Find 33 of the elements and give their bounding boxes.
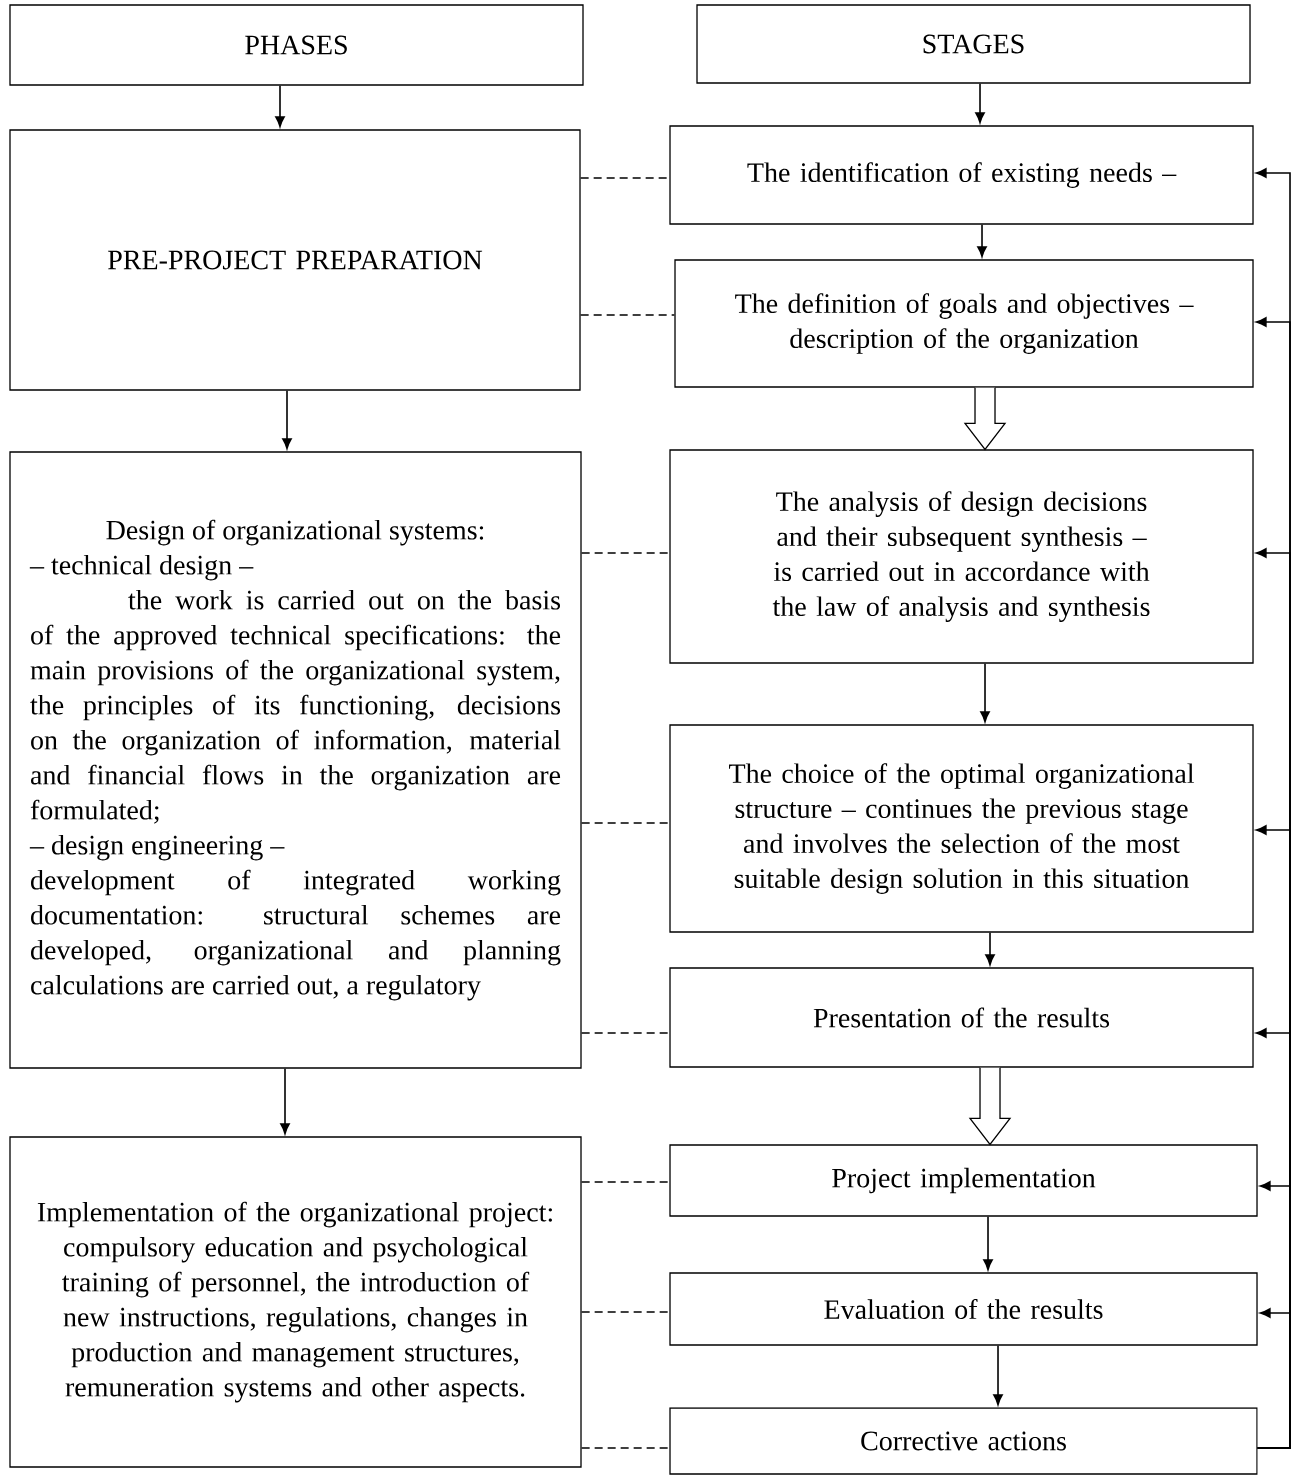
block-arrow (963, 387, 1007, 451)
header-box: PHASES (9, 4, 584, 86)
arrow (993, 1344, 1003, 1406)
dashed-connector (581, 1311, 670, 1313)
dashed-connector (581, 1447, 670, 1449)
stage-box: Project implementation (669, 1144, 1258, 1217)
arrow (985, 931, 995, 966)
dashed-connector (581, 822, 670, 824)
dashed-connector (581, 1181, 670, 1183)
dashed-connector (580, 314, 675, 316)
phase-box: PRE-PROJECT PREPARATION (9, 129, 581, 391)
stage-box: Evaluation of the results (669, 1272, 1258, 1346)
arrow (282, 389, 292, 450)
stage-box: Presentation of the results (669, 967, 1254, 1068)
stage-box: The analysis of design decisions and their subsequent synthesis – is carried out in accordance with the law of analysis and synthesis (669, 449, 1254, 664)
header-box: STAGES (696, 4, 1251, 84)
dashed-connector (581, 1032, 670, 1034)
stage-box: The definition of goals and objectives – description of the organization (674, 259, 1254, 388)
dashed-connector (581, 552, 670, 554)
arrow (280, 1067, 290, 1135)
dashed-connector (580, 177, 670, 179)
arrow (275, 84, 285, 128)
arrow (977, 223, 987, 258)
phase-box: Implementation of the organizational project: compulsory education and psychological training of personnel, the introduction of new instructions, regulations, changes in production and management structures, remuneration systems and other aspects. (9, 1136, 582, 1468)
arrow (980, 662, 990, 723)
stage-box: Corrective actions (669, 1407, 1258, 1475)
feedback-arrow (1256, 1308, 1291, 1449)
arrow (975, 82, 985, 124)
stage-box: The identification of existing needs – (669, 125, 1254, 225)
stage-box: The choice of the optimal organizational structure – continues the previous stage and involves the selection of the most suitable design solution in this situation (669, 724, 1254, 933)
block-arrow (968, 1067, 1012, 1146)
phase-box: Design of organizational systems: – technical design – the work is carried out on the basis of the approved technical specifications: the main provisions of the organizational system, the principles of its functioning, decisions on the organization of information, material and financial flows in the organization are formulated; – design engineering – development of integrated working documentation: structural schemes are developed, organizational and planning calculations are carried out, a regulatory (9, 451, 582, 1069)
arrow (983, 1215, 993, 1271)
